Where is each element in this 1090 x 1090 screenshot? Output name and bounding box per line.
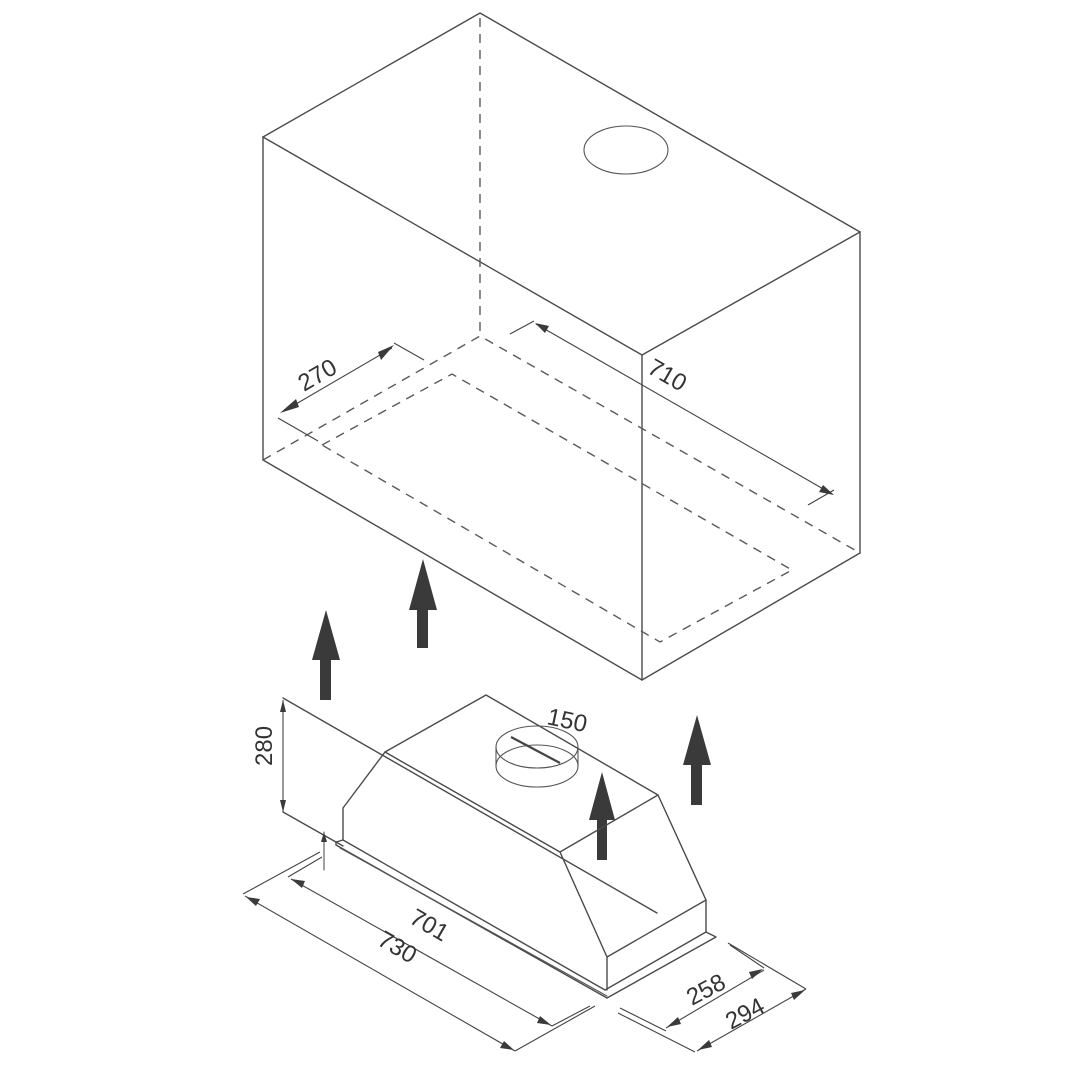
cabinet-top-left-edge: [262, 12, 861, 233]
hood-height-plane-bottom: [282, 811, 344, 847]
cabinet-top-front-edges: [262, 136, 861, 356]
outlet-collar: [495, 725, 579, 788]
dimension-270: 270: [277, 342, 425, 442]
dimension-258-label: 258: [682, 969, 730, 1012]
hood-top-face: [384, 694, 659, 853]
up-arrow-icon: [589, 772, 615, 860]
wall-cabinet: 270 710: [262, 12, 861, 681]
hood-base-flange: [335, 839, 717, 999]
hood-right-side: [657, 794, 707, 933]
cabinet-bottom-front-edges: [262, 459, 861, 681]
cabinet-cutout-outline: [320, 373, 794, 643]
hood-height-plane: [282, 697, 658, 914]
cabinet-hidden-bottom-back: [262, 335, 861, 554]
dimension-280: 280: [251, 700, 286, 812]
duct-hole: [583, 125, 669, 175]
cooker-hood: 150 280 701 730: [242, 694, 807, 1053]
insert-arrows: [312, 559, 711, 860]
dimension-701: 701: [287, 856, 591, 1027]
dimension-710-label: 710: [643, 354, 691, 397]
up-arrow-icon: [312, 610, 340, 700]
up-arrow-icon: [683, 715, 711, 805]
dimension-270-label: 270: [294, 354, 342, 397]
dimension-294-label: 294: [721, 993, 769, 1036]
dimension-280-label: 280: [251, 726, 278, 766]
hood-front-bottom-edge: [606, 899, 707, 958]
hood-front-chamfer: [559, 851, 608, 991]
hood-flange-inner-line: [339, 847, 608, 997]
hood-left-side: [342, 751, 386, 841]
dimension-710: 710: [509, 320, 835, 506]
up-arrow-icon: [409, 559, 437, 648]
